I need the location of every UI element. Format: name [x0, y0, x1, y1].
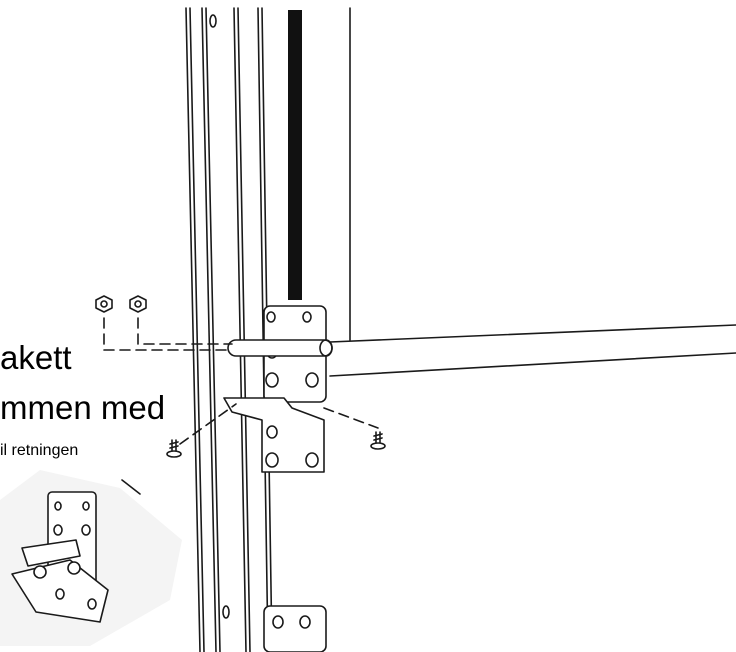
instruction-line-3: il retningen: [0, 442, 79, 459]
bracket-hinge: [223, 397, 325, 473]
door-panel: [288, 7, 351, 341]
rubber-seal-strip: [288, 10, 302, 300]
door-frame-rail: [185, 7, 273, 652]
horizontal-panel: [329, 324, 736, 377]
hex-nut-1: [95, 295, 113, 313]
instruction-line-2: mmen med: [0, 389, 166, 426]
hex-nut-2: [129, 295, 147, 313]
hinge-pin: [227, 339, 333, 357]
instruction-line-1: akett: [0, 339, 72, 376]
screw-right: [370, 431, 386, 450]
assembly-guide-lines: [103, 317, 379, 445]
upper-hinge: [227, 305, 333, 403]
hinge-photo-inset: [0, 470, 182, 646]
lower-hinge: [222, 605, 327, 652]
screw-left: [166, 439, 182, 458]
